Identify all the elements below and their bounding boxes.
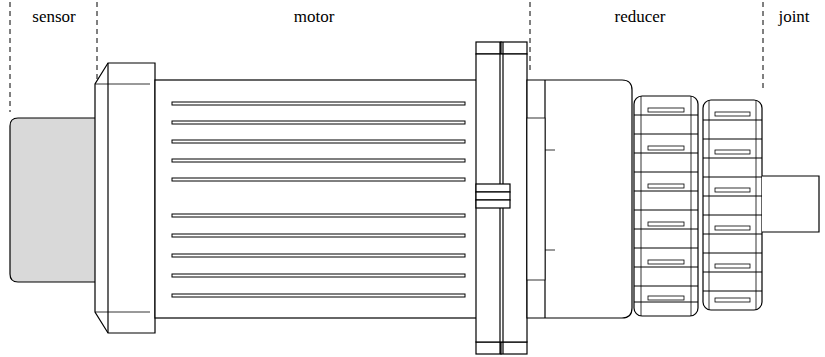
part-label: motor xyxy=(294,8,335,25)
reducer-gear xyxy=(703,100,762,310)
reducer-gear xyxy=(634,96,698,316)
joint-shaft xyxy=(762,176,819,232)
motor-body xyxy=(155,80,480,318)
motor-flange xyxy=(476,42,527,354)
part-label: sensor xyxy=(32,8,75,25)
part-label: joint xyxy=(778,8,809,25)
part-label: reducer xyxy=(615,8,666,25)
reducer-housing xyxy=(527,80,632,318)
sensor-body xyxy=(10,118,97,282)
motor-end-cap xyxy=(95,63,155,333)
